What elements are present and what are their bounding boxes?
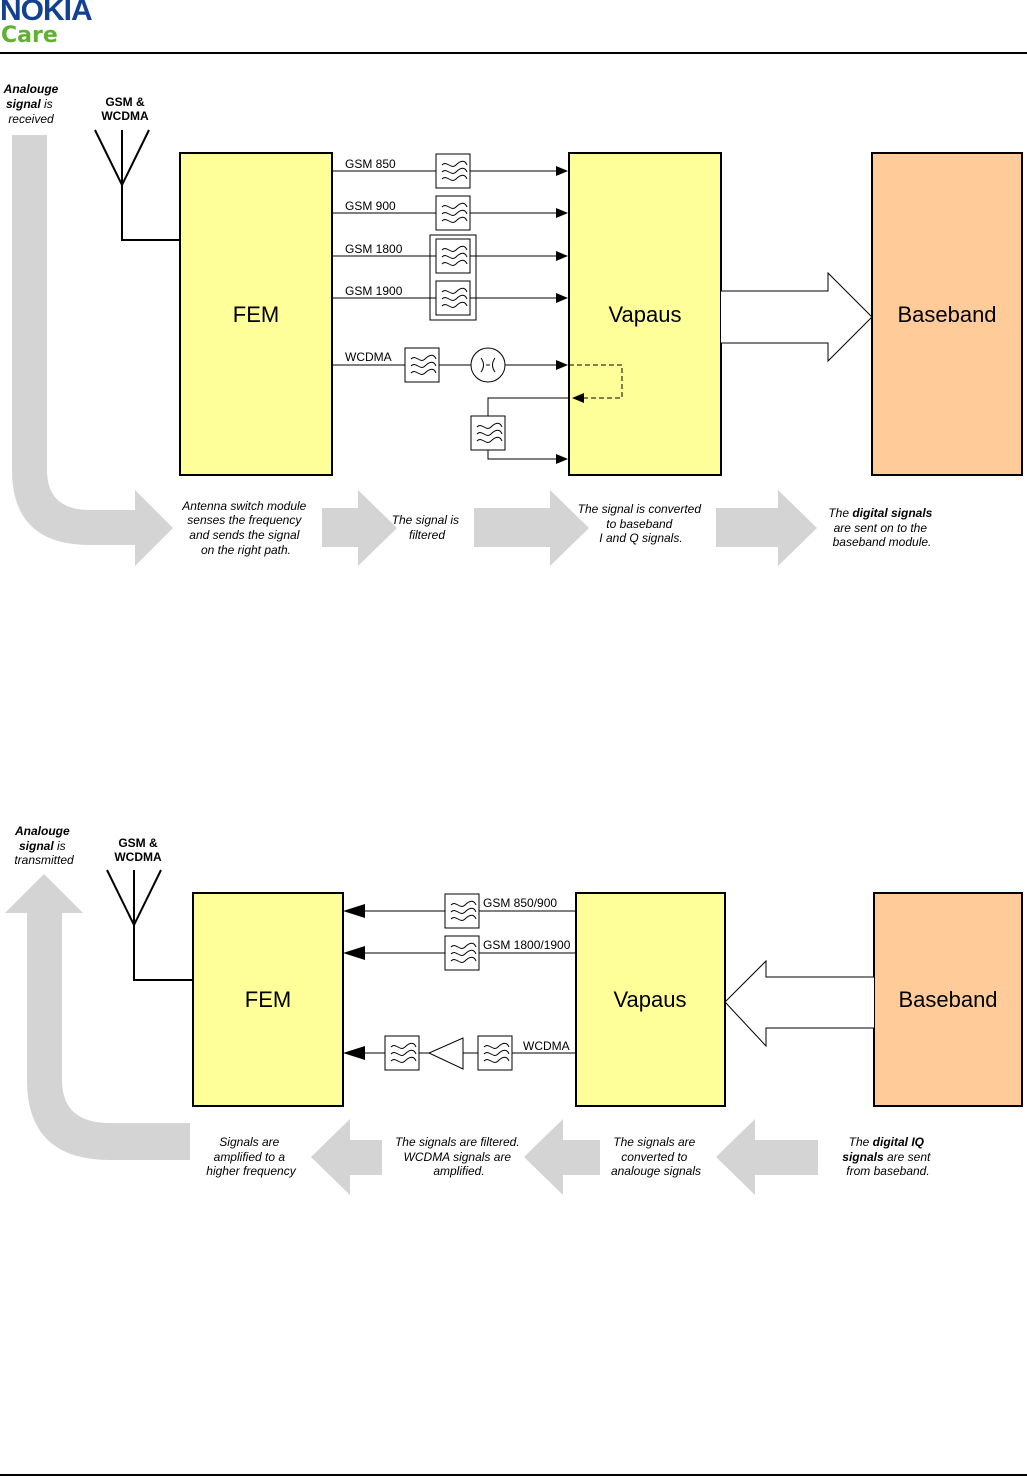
rx-fem-label: FEM: [233, 302, 279, 327]
tx-filter-icon-gsm1800-1900: [444, 935, 480, 971]
rx-signal-label: GSM 850: [345, 157, 396, 171]
tx-flow-arrow-3: [524, 1119, 600, 1195]
tx-fem-block: [192, 892, 344, 1107]
rx-caption-filter: The signal is filtered: [392, 513, 463, 542]
tx-vapaus-label: Vapaus: [614, 987, 687, 1012]
tx-flow-arrow-4: [716, 1119, 818, 1195]
tx-signal-label: GSM 1800/1900: [483, 938, 571, 952]
rx-caption-switch: Antenna switch module senses the frequen…: [181, 499, 309, 557]
tx-caption-filter: The signals are filtered. WCDMA signals …: [395, 1135, 523, 1178]
tx-signal-label: GSM 850/900: [483, 896, 557, 910]
rx-antenna-label: GSM &WCDMA: [101, 95, 149, 123]
tx-filter-icon-wcdma-out: [384, 1035, 420, 1071]
tx-start-label: Analouge signal is transmitted: [14, 824, 74, 867]
rx-filter-icon-gsm1900: [435, 280, 471, 316]
rx-iq-bus-arrow: [721, 271, 873, 363]
rx-flow-arrow-2: [322, 490, 397, 566]
tx-vapaus-block: [575, 892, 726, 1107]
rx-flow-arrow-4: [716, 490, 817, 566]
tx-fem-label: FEM: [245, 987, 291, 1012]
rx-signal-label: GSM 1900: [345, 284, 403, 298]
tx-iq-bus-arrow: [724, 959, 874, 1048]
rx-flow-arrow-3: [474, 490, 589, 566]
rx-diagram: Analouge signal is received GSM &WCDMA F…: [3, 82, 1023, 566]
rx-filter-icon-gsm900: [435, 195, 471, 231]
rx-filter-icon-wcdma: [404, 347, 440, 383]
tx-caption-convert: The signals are converted to analouge si…: [611, 1135, 701, 1178]
care-logo: Care: [1, 23, 58, 48]
tx-caption-amplify: Signals are amplified to a higher freque…: [206, 1135, 296, 1178]
tx-antenna-icon: [106, 869, 193, 981]
rx-baseband-label: Baseband: [897, 302, 996, 327]
rx-vapaus-block: [568, 152, 722, 476]
rx-filter-icon-gsm850: [435, 153, 471, 189]
rx-signal-label: GSM 1800: [345, 242, 403, 256]
tx-flow-arrow-2: [311, 1119, 382, 1195]
nokia-logo: NOKIA: [0, 0, 93, 27]
rx-flow-curve: [12, 135, 173, 566]
tx-antenna-label: GSM &WCDMA: [114, 836, 162, 864]
tx-amplifier-icon: [427, 1037, 464, 1070]
tx-flow-curve: [5, 874, 190, 1160]
rx-fem-block: [179, 152, 333, 476]
tx-baseband-label: Baseband: [898, 987, 997, 1012]
rx-vapaus-label: Vapaus: [609, 302, 682, 327]
tx-filter-icon-gsm850-900: [444, 893, 480, 929]
rx-start-label-rest: signal is received: [6, 97, 56, 126]
rx-antenna-icon: [94, 129, 180, 241]
rx-signal-label: WCDMA: [345, 350, 392, 364]
rx-filter-icon-gsm1800: [435, 238, 471, 274]
rx-lna-icon: [470, 347, 506, 383]
header-rule: [0, 52, 1027, 54]
rx-filter-icon-wcdma-div: [470, 415, 506, 451]
tx-diagram: Analouge signal is transmitted GSM &WCDM…: [5, 824, 1023, 1195]
footer-rule: [0, 1474, 1027, 1476]
rx-start-label: Analouge: [3, 82, 59, 96]
tx-caption-digital: The digital IQ signals are sent from bas…: [842, 1135, 933, 1178]
rx-caption-convert: The signal is converted to baseband I an…: [578, 502, 705, 545]
rx-caption-digital: The digital signals are sent on to the b…: [828, 506, 935, 549]
rx-signal-label: GSM 900: [345, 199, 396, 213]
rx-baseband-block: [871, 152, 1023, 476]
tx-signal-label: WCDMA: [523, 1039, 570, 1053]
tx-filter-icon-wcdma: [477, 1035, 513, 1071]
